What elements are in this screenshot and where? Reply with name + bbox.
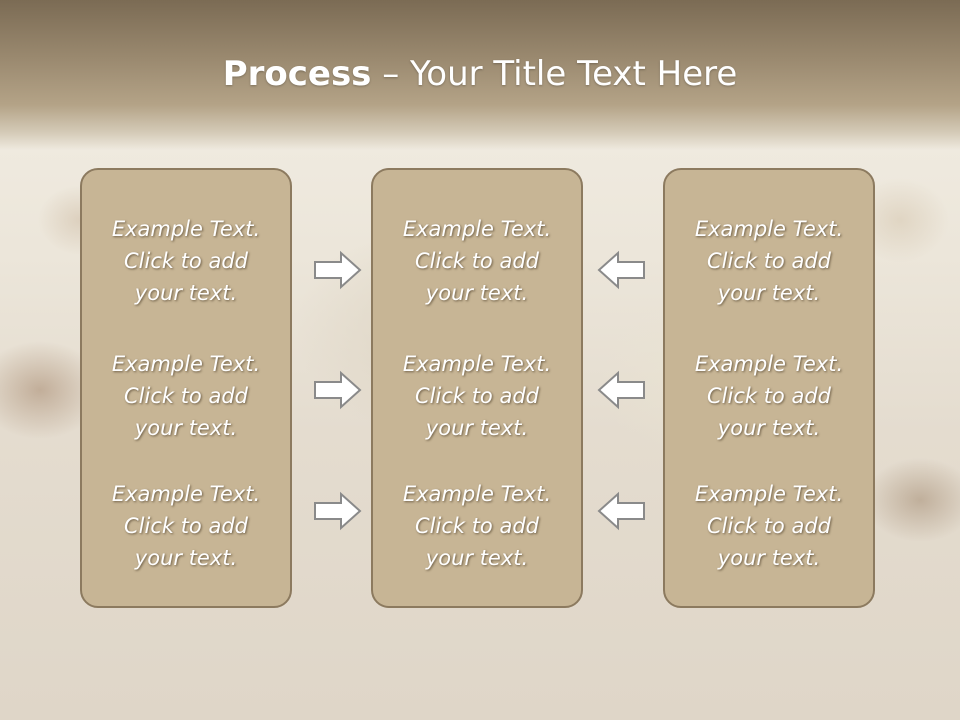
text-line: your text.	[134, 416, 238, 440]
text-line: your text.	[717, 281, 821, 305]
text-line: Click to add	[414, 384, 539, 408]
slide-title-rest: – Your Title Text Here	[371, 54, 738, 94]
process-box-left[interactable]: Example Text. Click to add your text. Ex…	[80, 168, 292, 608]
text-line: Example Text.	[111, 352, 261, 376]
text-line: your text.	[717, 416, 821, 440]
text-line: Click to add	[414, 514, 539, 538]
text-line: Click to add	[414, 249, 539, 273]
text-item[interactable]: Example Text. Click to add your text.	[665, 348, 873, 444]
text-item[interactable]: Example Text. Click to add your text.	[373, 478, 581, 574]
text-item[interactable]: Example Text. Click to add your text.	[82, 213, 290, 309]
text-line: Example Text.	[694, 482, 844, 506]
arrow-right-icon	[313, 250, 363, 290]
text-item[interactable]: Example Text. Click to add your text.	[665, 478, 873, 574]
process-box-right[interactable]: Example Text. Click to add your text. Ex…	[663, 168, 875, 608]
arrow-left-icon	[596, 370, 646, 410]
text-line: your text.	[717, 546, 821, 570]
text-item[interactable]: Example Text. Click to add your text.	[82, 478, 290, 574]
text-item[interactable]: Example Text. Click to add your text.	[82, 348, 290, 444]
process-box-middle[interactable]: Example Text. Click to add your text. Ex…	[371, 168, 583, 608]
text-line: Example Text.	[111, 482, 261, 506]
text-line: Click to add	[123, 249, 248, 273]
text-line: your text.	[425, 546, 529, 570]
text-line: your text.	[134, 281, 238, 305]
slide-title-bold: Process	[222, 54, 372, 94]
text-item[interactable]: Example Text. Click to add your text.	[373, 348, 581, 444]
title-band	[0, 0, 960, 150]
text-line: Click to add	[123, 384, 248, 408]
text-line: Click to add	[706, 384, 831, 408]
text-line: your text.	[134, 546, 238, 570]
text-item[interactable]: Example Text. Click to add your text.	[665, 213, 873, 309]
text-line: Example Text.	[694, 217, 844, 241]
text-line: Example Text.	[111, 217, 261, 241]
text-line: Click to add	[706, 514, 831, 538]
text-line: Click to add	[706, 249, 831, 273]
text-line: Example Text.	[402, 217, 552, 241]
text-line: Example Text.	[402, 352, 552, 376]
arrow-left-icon	[596, 250, 646, 290]
arrow-right-icon	[313, 491, 363, 531]
slide-title[interactable]: Process – Your Title Text Here	[0, 52, 960, 96]
text-line: your text.	[425, 416, 529, 440]
text-line: your text.	[425, 281, 529, 305]
text-item[interactable]: Example Text. Click to add your text.	[373, 213, 581, 309]
arrow-left-icon	[596, 491, 646, 531]
text-line: Click to add	[123, 514, 248, 538]
text-line: Example Text.	[402, 482, 552, 506]
text-line: Example Text.	[694, 352, 844, 376]
arrow-right-icon	[313, 370, 363, 410]
